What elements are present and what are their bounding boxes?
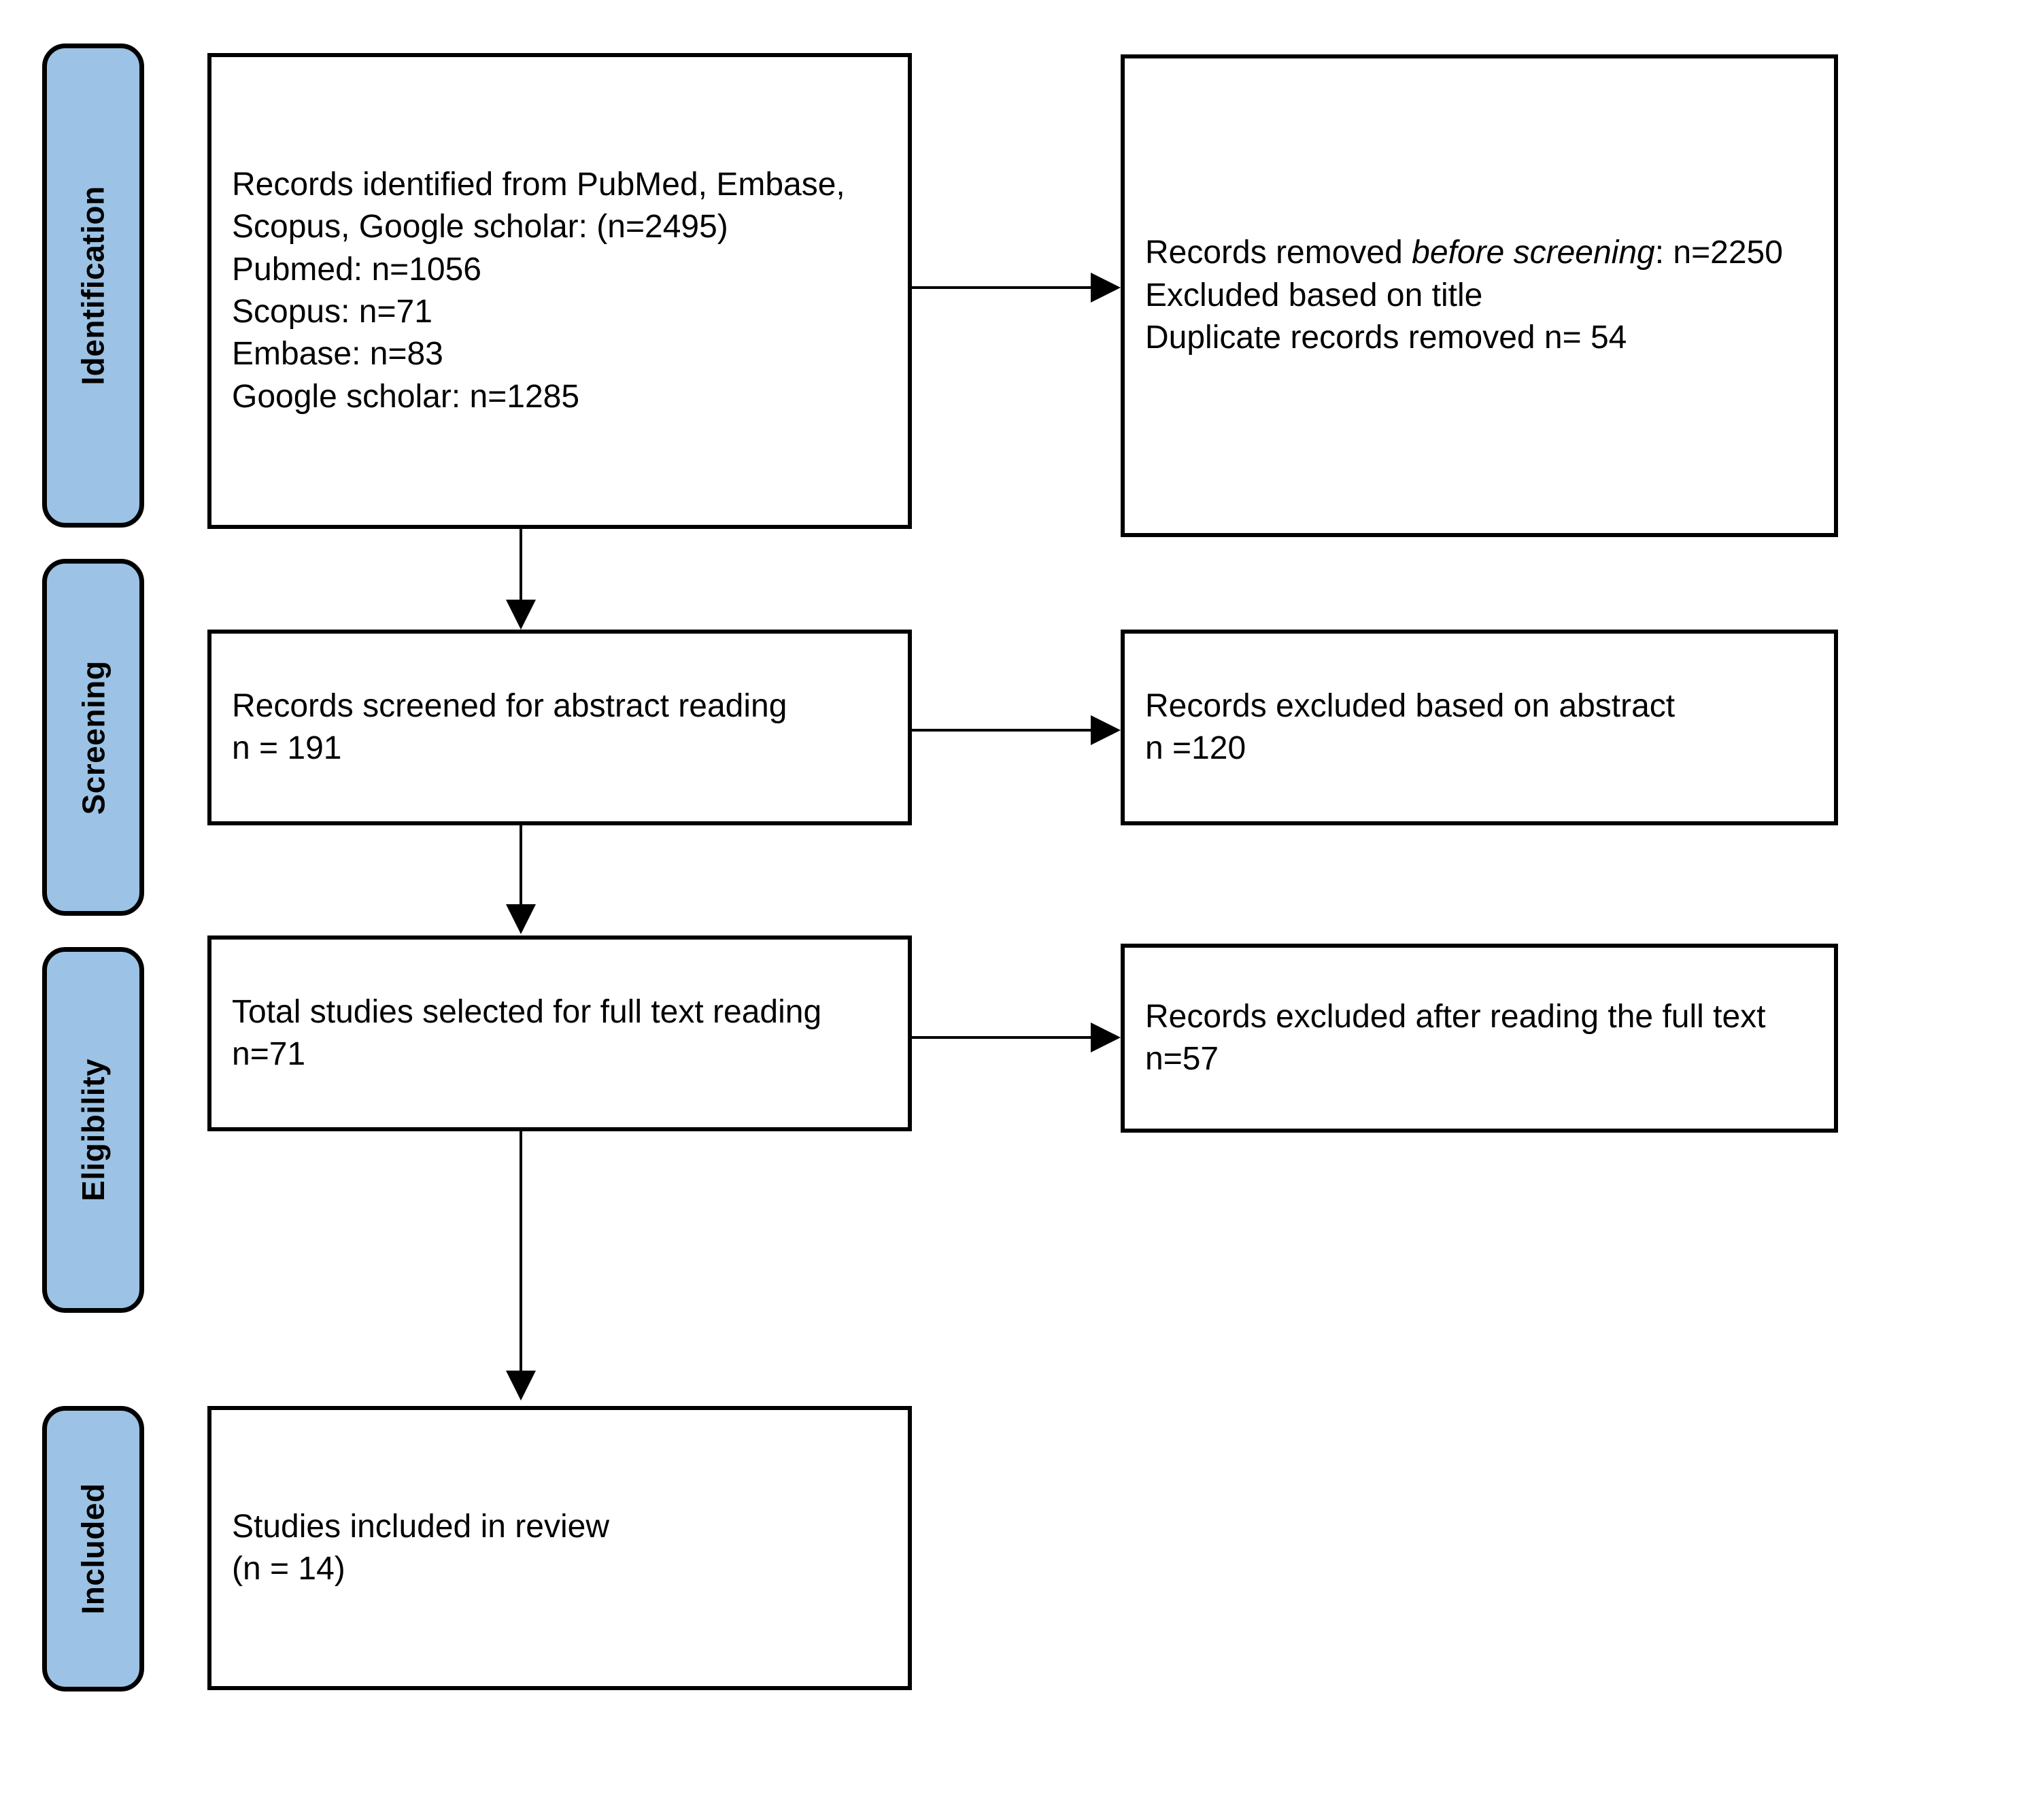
box-total-studies-full-text-text: Total studies selected for full text rea… xyxy=(232,993,822,1072)
removed-space xyxy=(1504,235,1513,271)
connector-screened-to-excluded-arrowhead xyxy=(1091,715,1121,745)
stage-label-identification-text: Identification xyxy=(75,186,112,385)
stage-label-eligibility-text: Eligibility xyxy=(75,1059,111,1201)
removed-italic-before: before xyxy=(1412,235,1505,271)
connector-identification-to-removed-arrowhead xyxy=(1091,273,1121,303)
box-total-studies-full-text: Total studies selected for full text rea… xyxy=(207,935,912,1131)
removed-prefix: Records removed xyxy=(1145,235,1412,271)
box-records-screened-text: Records screened for abstract reading n … xyxy=(232,687,787,766)
connector-fulltext-to-included-line xyxy=(520,1131,522,1373)
box-records-excluded-full-text-text: Records excluded after reading the full … xyxy=(1145,998,1766,1077)
connector-screened-to-excluded-line xyxy=(912,729,1092,732)
stage-label-eligibility: Eligibility xyxy=(42,947,144,1313)
connector-screened-to-fulltext-arrowhead xyxy=(506,904,536,934)
connector-fulltext-to-excluded-arrowhead xyxy=(1091,1023,1121,1052)
stage-label-screening: Screening xyxy=(42,559,144,916)
removed-italic-screening: screening xyxy=(1513,235,1655,271)
stage-label-identification: Identification xyxy=(42,44,144,528)
box-studies-included: Studies included in review (n = 14) xyxy=(207,1406,912,1690)
connector-screened-to-fulltext-line xyxy=(520,825,522,907)
box-records-identified-text: Records identified from PubMed, Embase, … xyxy=(232,166,845,415)
connector-fulltext-to-included-arrowhead xyxy=(506,1371,536,1401)
stage-label-included: Included xyxy=(42,1406,144,1692)
box-studies-included-text: Studies included in review (n = 14) xyxy=(232,1508,609,1587)
connector-identification-to-screened-arrowhead xyxy=(506,600,536,630)
stage-label-included-text: Included xyxy=(75,1483,111,1615)
box-records-removed-before-screening-text: Records removed before screening: n=2250… xyxy=(1125,232,1834,359)
box-records-excluded-full-text: Records excluded after reading the full … xyxy=(1121,944,1838,1133)
box-records-screened: Records screened for abstract reading n … xyxy=(207,630,912,825)
box-records-identified: Records identified from PubMed, Embase, … xyxy=(207,53,912,529)
removed-suffix: : n=2250 Excluded based on title Duplica… xyxy=(1145,235,1783,356)
box-records-excluded-abstract: Records excluded based on abstract n =12… xyxy=(1121,630,1838,825)
box-records-removed-before-screening: Records removed before screening: n=2250… xyxy=(1121,54,1838,537)
box-records-excluded-abstract-text: Records excluded based on abstract n =12… xyxy=(1145,687,1676,766)
connector-identification-to-screened-line xyxy=(520,529,522,604)
connector-identification-to-removed-line xyxy=(912,286,1092,289)
stage-label-screening-text: Screening xyxy=(75,660,112,814)
connector-fulltext-to-excluded-line xyxy=(912,1036,1092,1039)
